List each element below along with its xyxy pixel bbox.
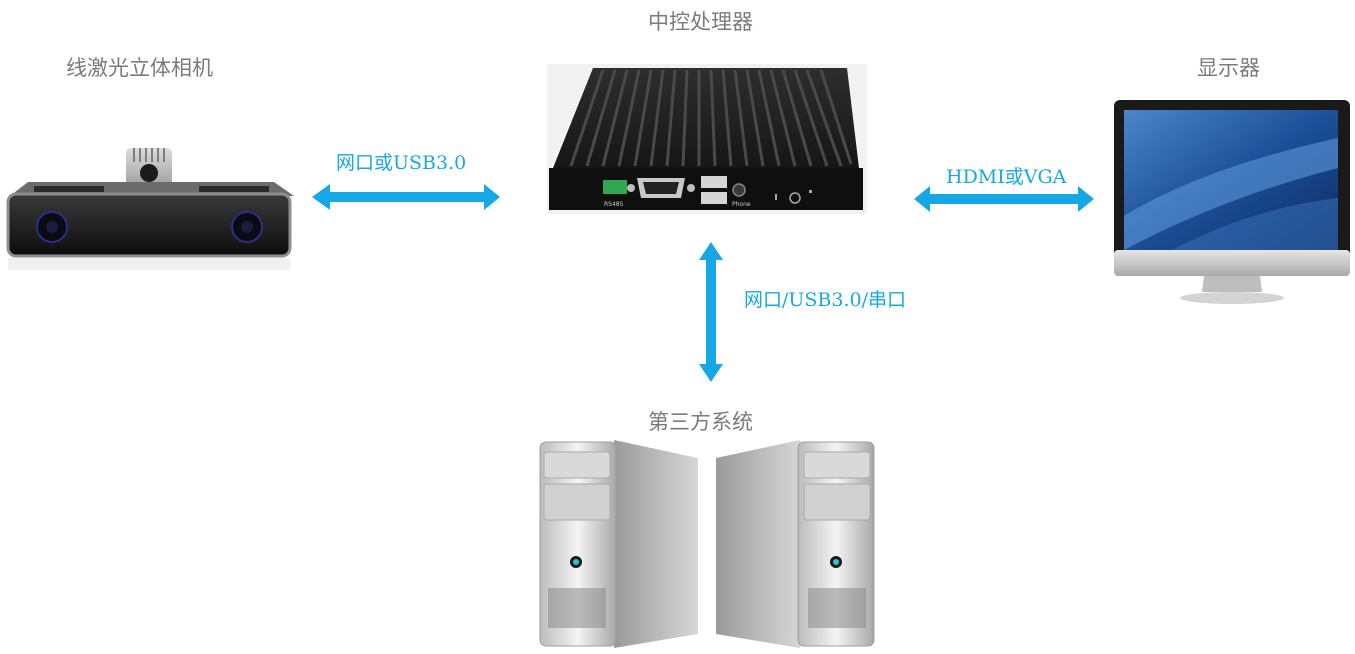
- processor-third-party-link-label: 网口/USB3.0/串口: [744, 289, 907, 311]
- processor-title: 中控处理器: [648, 10, 753, 34]
- camera-title: 线激光立体相机: [66, 56, 213, 80]
- display-title: 显示器: [1197, 56, 1260, 80]
- stereo-camera-icon: [6, 148, 294, 270]
- server-tower-icon: [539, 440, 875, 648]
- mini-pc-icon: RS485 Phone: [547, 64, 867, 214]
- phone-port-label: Phone: [732, 201, 751, 208]
- monitor-icon: [1114, 100, 1350, 304]
- processor-display-link-label: HDMI或VGA: [946, 166, 1067, 188]
- camera-processor-link-label: 网口或USB3.0: [336, 152, 467, 174]
- third-party-title: 第三方系统: [648, 410, 753, 434]
- rs485-port-label: RS485: [604, 201, 624, 208]
